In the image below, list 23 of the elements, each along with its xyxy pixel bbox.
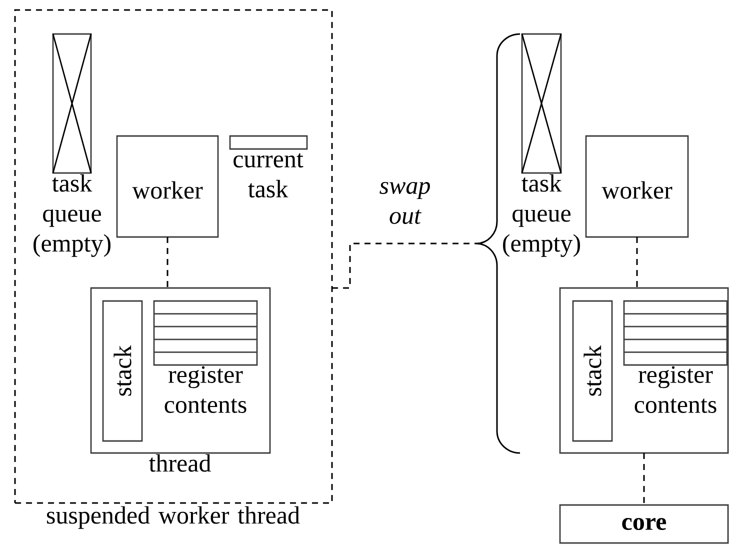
node-label: register contents: [634, 366, 716, 413]
register-box: register contents: [623, 300, 728, 413]
connector-line: [643, 453, 645, 505]
worker-box: worker: [585, 135, 689, 238]
connector-line: [332, 242, 476, 289]
connector-line: [636, 237, 638, 288]
node-label: task queue (empty): [503, 174, 580, 257]
core-box: core: [559, 504, 729, 544]
node-label: current task: [234, 153, 304, 198]
task-queue-box: task queue (empty): [34, 33, 110, 257]
stack-box: stack: [572, 300, 613, 442]
node-label: thread: [149, 454, 211, 472]
stack-box: stack: [102, 300, 143, 442]
connector-line: [166, 237, 168, 288]
node-label: task queue (empty): [34, 174, 110, 257]
thread-box: [559, 287, 729, 454]
node-label: register contents: [164, 366, 246, 413]
edge-label: swap out: [369, 180, 441, 226]
node-label: suspended worker thread: [46, 506, 300, 529]
task-queue-box: task queue (empty): [503, 33, 580, 257]
register-box: register contents: [153, 300, 258, 413]
worker-box: worker: [116, 135, 219, 238]
current-task-box: current task: [229, 135, 308, 198]
